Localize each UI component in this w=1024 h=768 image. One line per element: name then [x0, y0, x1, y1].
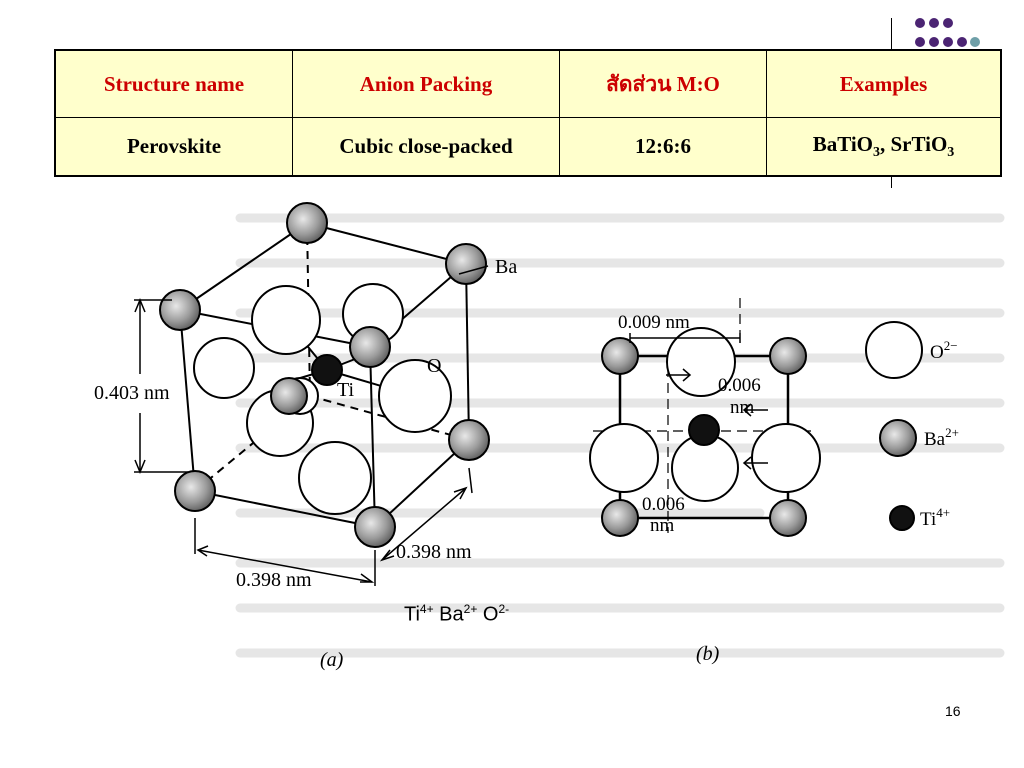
- barium-atoms-b: [601, 337, 807, 537]
- oxygen-atoms-b: [589, 327, 821, 502]
- legend-oxygen-label: O2−: [930, 338, 958, 363]
- faded-scanned-text-background: [235, 213, 1005, 658]
- header-examples: Examples: [766, 49, 1002, 118]
- barium-atoms-a: [159, 202, 490, 548]
- label-ti: Ti: [337, 379, 355, 401]
- legend-barium-icon: [879, 419, 917, 457]
- example-separator: ,: [880, 131, 891, 156]
- perovskite-unit-cell-diagram: Ba O Ti 0.403 nm 0.398 nm: [94, 202, 959, 671]
- titanium-atom-a: [311, 354, 343, 386]
- ion-ti-charge: 4+: [419, 602, 434, 616]
- oxygen-atoms-a: [193, 283, 452, 515]
- header-structure-name: Structure name: [54, 49, 293, 118]
- legend-titanium-icon: [889, 505, 915, 531]
- example-formula-1: BaTiO: [812, 131, 873, 156]
- cell-examples: BaTiO3, SrTiO3: [766, 117, 1002, 177]
- header-ratio: สัดส่วน M:O: [559, 49, 767, 118]
- page-number: 16: [945, 703, 961, 719]
- ion-o-charge: 2-: [498, 602, 510, 616]
- cell-structure: Perovskite: [54, 117, 293, 177]
- legend-titanium-label: Ti4+: [920, 505, 950, 530]
- decorative-dots-icon: [915, 18, 980, 47]
- ion-ba-charge: 2+: [463, 602, 478, 616]
- legend-oxygen-icon: [865, 321, 923, 379]
- label-b-right-1: 0.006: [718, 375, 761, 396]
- label-width-1: 0.398 nm: [236, 569, 312, 591]
- table-header-row: Structure name Anion Packing สัดส่วน M:O…: [54, 49, 1002, 118]
- ion-ba: Ba: [439, 603, 464, 626]
- label-b-bottom-1: 0.006: [642, 494, 685, 515]
- table-row: Perovskite Cubic close-packed 12:6:6 BaT…: [54, 117, 1002, 177]
- titanium-atom-b: [688, 414, 720, 446]
- legend-barium-label: Ba2+: [924, 425, 959, 450]
- ion-ti: Ti: [404, 603, 420, 626]
- example-formula-2: SrTiO: [890, 131, 948, 156]
- label-o: O: [427, 355, 441, 377]
- cell-packing: Cubic close-packed: [292, 117, 560, 177]
- width-dimension-left: [194, 518, 376, 586]
- example-subscript-2: 3: [947, 145, 955, 161]
- label-b-bottom-2: nm: [650, 515, 675, 536]
- ion-legend: O2− Ba2+ Ti4+: [865, 321, 959, 531]
- height-dimension: [134, 298, 188, 474]
- label-width-2: 0.398 nm: [396, 541, 472, 563]
- structure-table: Structure name Anion Packing สัดส่วน M:O…: [54, 49, 1002, 177]
- caption-b: (b): [696, 643, 720, 665]
- label-height: 0.403 nm: [94, 382, 170, 404]
- label-b-right-2: nm: [730, 397, 755, 418]
- label-ba: Ba: [495, 256, 517, 278]
- width-dimension-right: [379, 467, 473, 562]
- header-anion-packing: Anion Packing: [292, 49, 560, 118]
- ion-o: O: [482, 603, 499, 626]
- perovskite-figure: Ba O Ti 0.403 nm 0.398 nm: [40, 188, 1020, 688]
- cell-ratio: 12:6:6: [559, 117, 767, 177]
- example-subscript-1: 3: [873, 145, 880, 161]
- caption-a: (a): [320, 649, 344, 671]
- ions-line: Ti4+ Ba2+ O2-: [404, 602, 509, 627]
- label-b-top: 0.009 nm: [618, 312, 690, 333]
